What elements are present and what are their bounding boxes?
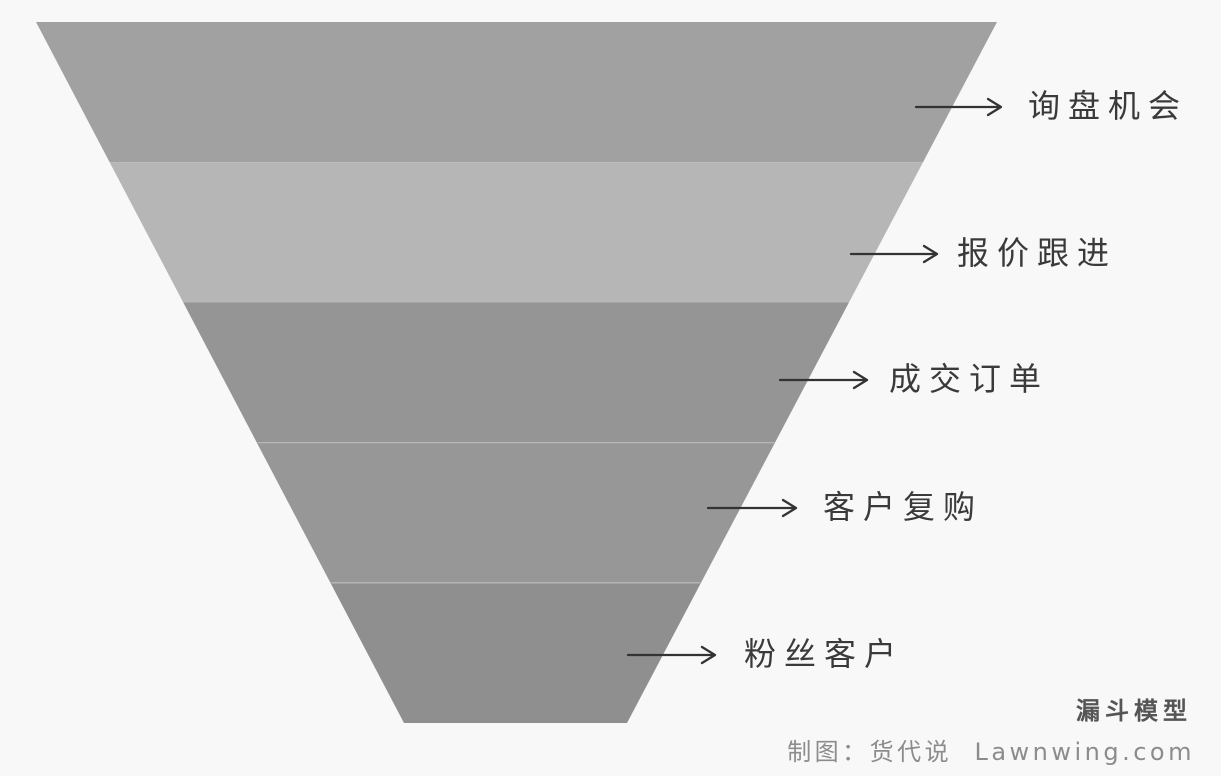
funnel-stage-3 <box>183 302 849 443</box>
funnel-stage-1 <box>36 22 997 163</box>
funnel-stage-2 <box>109 162 924 303</box>
stage-label-fan-customers: 粉丝客户 <box>744 635 905 674</box>
label-arrow-1 <box>914 97 1003 117</box>
funnel-stage-5 <box>330 582 701 723</box>
label-arrow-2 <box>849 244 939 264</box>
stage-label-closed-orders: 成交订单 <box>889 360 1050 399</box>
footer-title: 漏斗模型 <box>1076 697 1192 725</box>
label-arrow-4 <box>706 498 798 518</box>
footer-credit: 制图：货代说 Lawnwing.com <box>787 738 1195 766</box>
funnel-stage-4 <box>256 442 775 583</box>
stage-label-inquiry-opportunities: 询盘机会 <box>1028 87 1189 126</box>
label-arrow-5 <box>626 645 717 665</box>
stage-label-quote-follow-up: 报价跟进 <box>957 234 1118 273</box>
label-arrow-3 <box>778 370 869 390</box>
stage-label-repeat-customers: 客户复购 <box>823 488 984 527</box>
